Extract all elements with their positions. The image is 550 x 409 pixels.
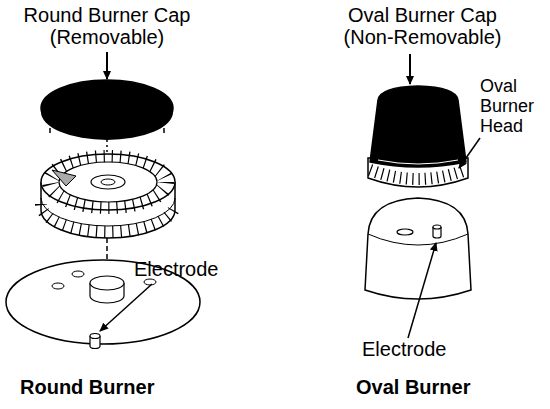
part-name: Electrode xyxy=(362,338,447,360)
burner-center xyxy=(91,175,125,189)
burner-ports xyxy=(50,158,166,206)
electrode-tip xyxy=(433,225,441,229)
cap-rim xyxy=(378,160,458,164)
leader-arrow xyxy=(409,54,411,84)
oval-ports xyxy=(370,170,466,179)
part-name: Electrode xyxy=(134,258,219,280)
electrode-tip xyxy=(90,334,100,339)
oval-base xyxy=(365,198,471,299)
gas-port xyxy=(397,229,413,235)
figure-title: Round Burner xyxy=(20,376,154,398)
burner-inner-ring xyxy=(59,162,157,202)
cap-tab xyxy=(163,128,165,133)
part-name: Round Burner Cap (Removable) xyxy=(17,4,197,48)
leader-arrow xyxy=(106,52,108,79)
round-burner-cap xyxy=(41,80,173,136)
part-name: Oval Burner Head xyxy=(480,76,550,136)
leader-arrow xyxy=(408,243,436,338)
gas-tube-top xyxy=(90,276,124,290)
leader-arrow xyxy=(100,284,152,331)
leader-arrow xyxy=(459,138,480,168)
figure-title: Oval Burner xyxy=(356,376,470,398)
oval-base-edge xyxy=(368,234,468,245)
screw-hole xyxy=(72,271,84,277)
cap-tab xyxy=(49,128,51,133)
screw-hole xyxy=(52,283,64,289)
part-name: Oval Burner Cap (Non-Removable) xyxy=(335,4,510,48)
burner-head-top xyxy=(41,154,175,210)
burner-center-hole xyxy=(101,179,115,185)
oval-burner-cap xyxy=(370,86,466,167)
burner-notch xyxy=(52,170,76,186)
